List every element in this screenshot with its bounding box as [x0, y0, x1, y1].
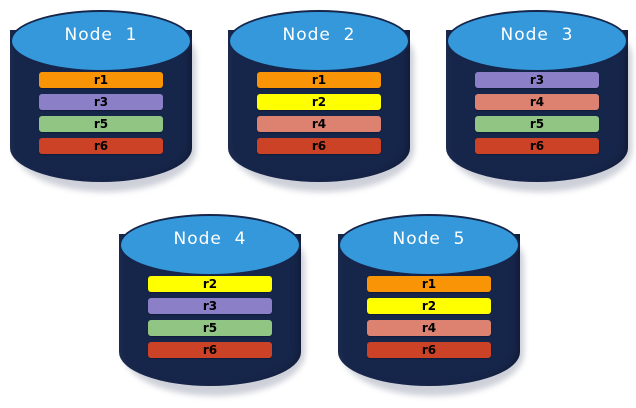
replica-label: r2	[421, 299, 437, 313]
replica-label: r3	[93, 95, 109, 109]
database-node-4[interactable]: Node 4 r2 r3 r5 r6	[119, 212, 305, 398]
replica-bar[interactable]: r2	[148, 276, 272, 292]
replica-label: r5	[202, 321, 218, 335]
replica-bar[interactable]: r6	[257, 138, 381, 154]
replica-bar[interactable]: r1	[39, 72, 163, 88]
database-node-5[interactable]: Node 5 r1 r2 r4 r6	[338, 212, 524, 398]
replica-bar[interactable]: r6	[475, 138, 599, 154]
node-title: Node 2	[282, 25, 356, 45]
node-title: Node 5	[392, 229, 466, 249]
replica-bar[interactable]: r6	[148, 342, 272, 358]
replica-label: r6	[529, 139, 545, 153]
replica-label: r4	[529, 95, 545, 109]
replica-bar[interactable]: r5	[148, 320, 272, 336]
replica-label: r1	[93, 73, 109, 87]
replica-list: r1 r2 r4 r6	[257, 72, 381, 160]
replica-bar[interactable]: r1	[367, 276, 491, 292]
replica-label: r4	[311, 117, 327, 131]
replica-bar[interactable]: r4	[257, 116, 381, 132]
cylinder-top-disc	[446, 10, 628, 72]
replica-bar[interactable]: r3	[39, 94, 163, 110]
replica-label: r6	[311, 139, 327, 153]
cylinder-top-disc	[228, 10, 410, 72]
cylinder-top-disc	[119, 214, 301, 276]
node-title: Node 4	[173, 229, 247, 249]
replica-bar[interactable]: r2	[367, 298, 491, 314]
replica-label: r1	[421, 277, 437, 291]
replica-label: r5	[93, 117, 109, 131]
replica-bar[interactable]: r3	[148, 298, 272, 314]
database-node-1[interactable]: Node 1 r1 r3 r5 r6	[10, 8, 196, 194]
replica-list: r1 r2 r4 r6	[367, 276, 491, 364]
replica-bar[interactable]: r2	[257, 94, 381, 110]
cylinder-top-disc	[338, 214, 520, 276]
replica-bar[interactable]: r3	[475, 72, 599, 88]
replica-list: r3 r4 r5 r6	[475, 72, 599, 160]
replica-label: r6	[93, 139, 109, 153]
replica-label: r6	[421, 343, 437, 357]
replica-label: r4	[421, 321, 437, 335]
replica-bar[interactable]: r1	[257, 72, 381, 88]
replica-bar[interactable]: r6	[367, 342, 491, 358]
replica-label: r3	[202, 299, 218, 313]
replica-bar[interactable]: r5	[39, 116, 163, 132]
replica-label: r1	[311, 73, 327, 87]
replica-bar[interactable]: r5	[475, 116, 599, 132]
database-node-2[interactable]: Node 2 r1 r2 r4 r6	[228, 8, 414, 194]
replica-label: r2	[311, 95, 327, 109]
cylinder-top-disc	[10, 10, 192, 72]
replica-bar[interactable]: r4	[475, 94, 599, 110]
replica-label: r3	[529, 73, 545, 87]
replica-bar[interactable]: r6	[39, 138, 163, 154]
node-title: Node 3	[500, 25, 574, 45]
replica-label: r6	[202, 343, 218, 357]
replica-bar[interactable]: r4	[367, 320, 491, 336]
replica-label: r2	[202, 277, 218, 291]
replica-list: r1 r3 r5 r6	[39, 72, 163, 160]
database-node-3[interactable]: Node 3 r3 r4 r5 r6	[446, 8, 632, 194]
replica-label: r5	[529, 117, 545, 131]
node-title: Node 1	[64, 25, 138, 45]
replica-list: r2 r3 r5 r6	[148, 276, 272, 364]
